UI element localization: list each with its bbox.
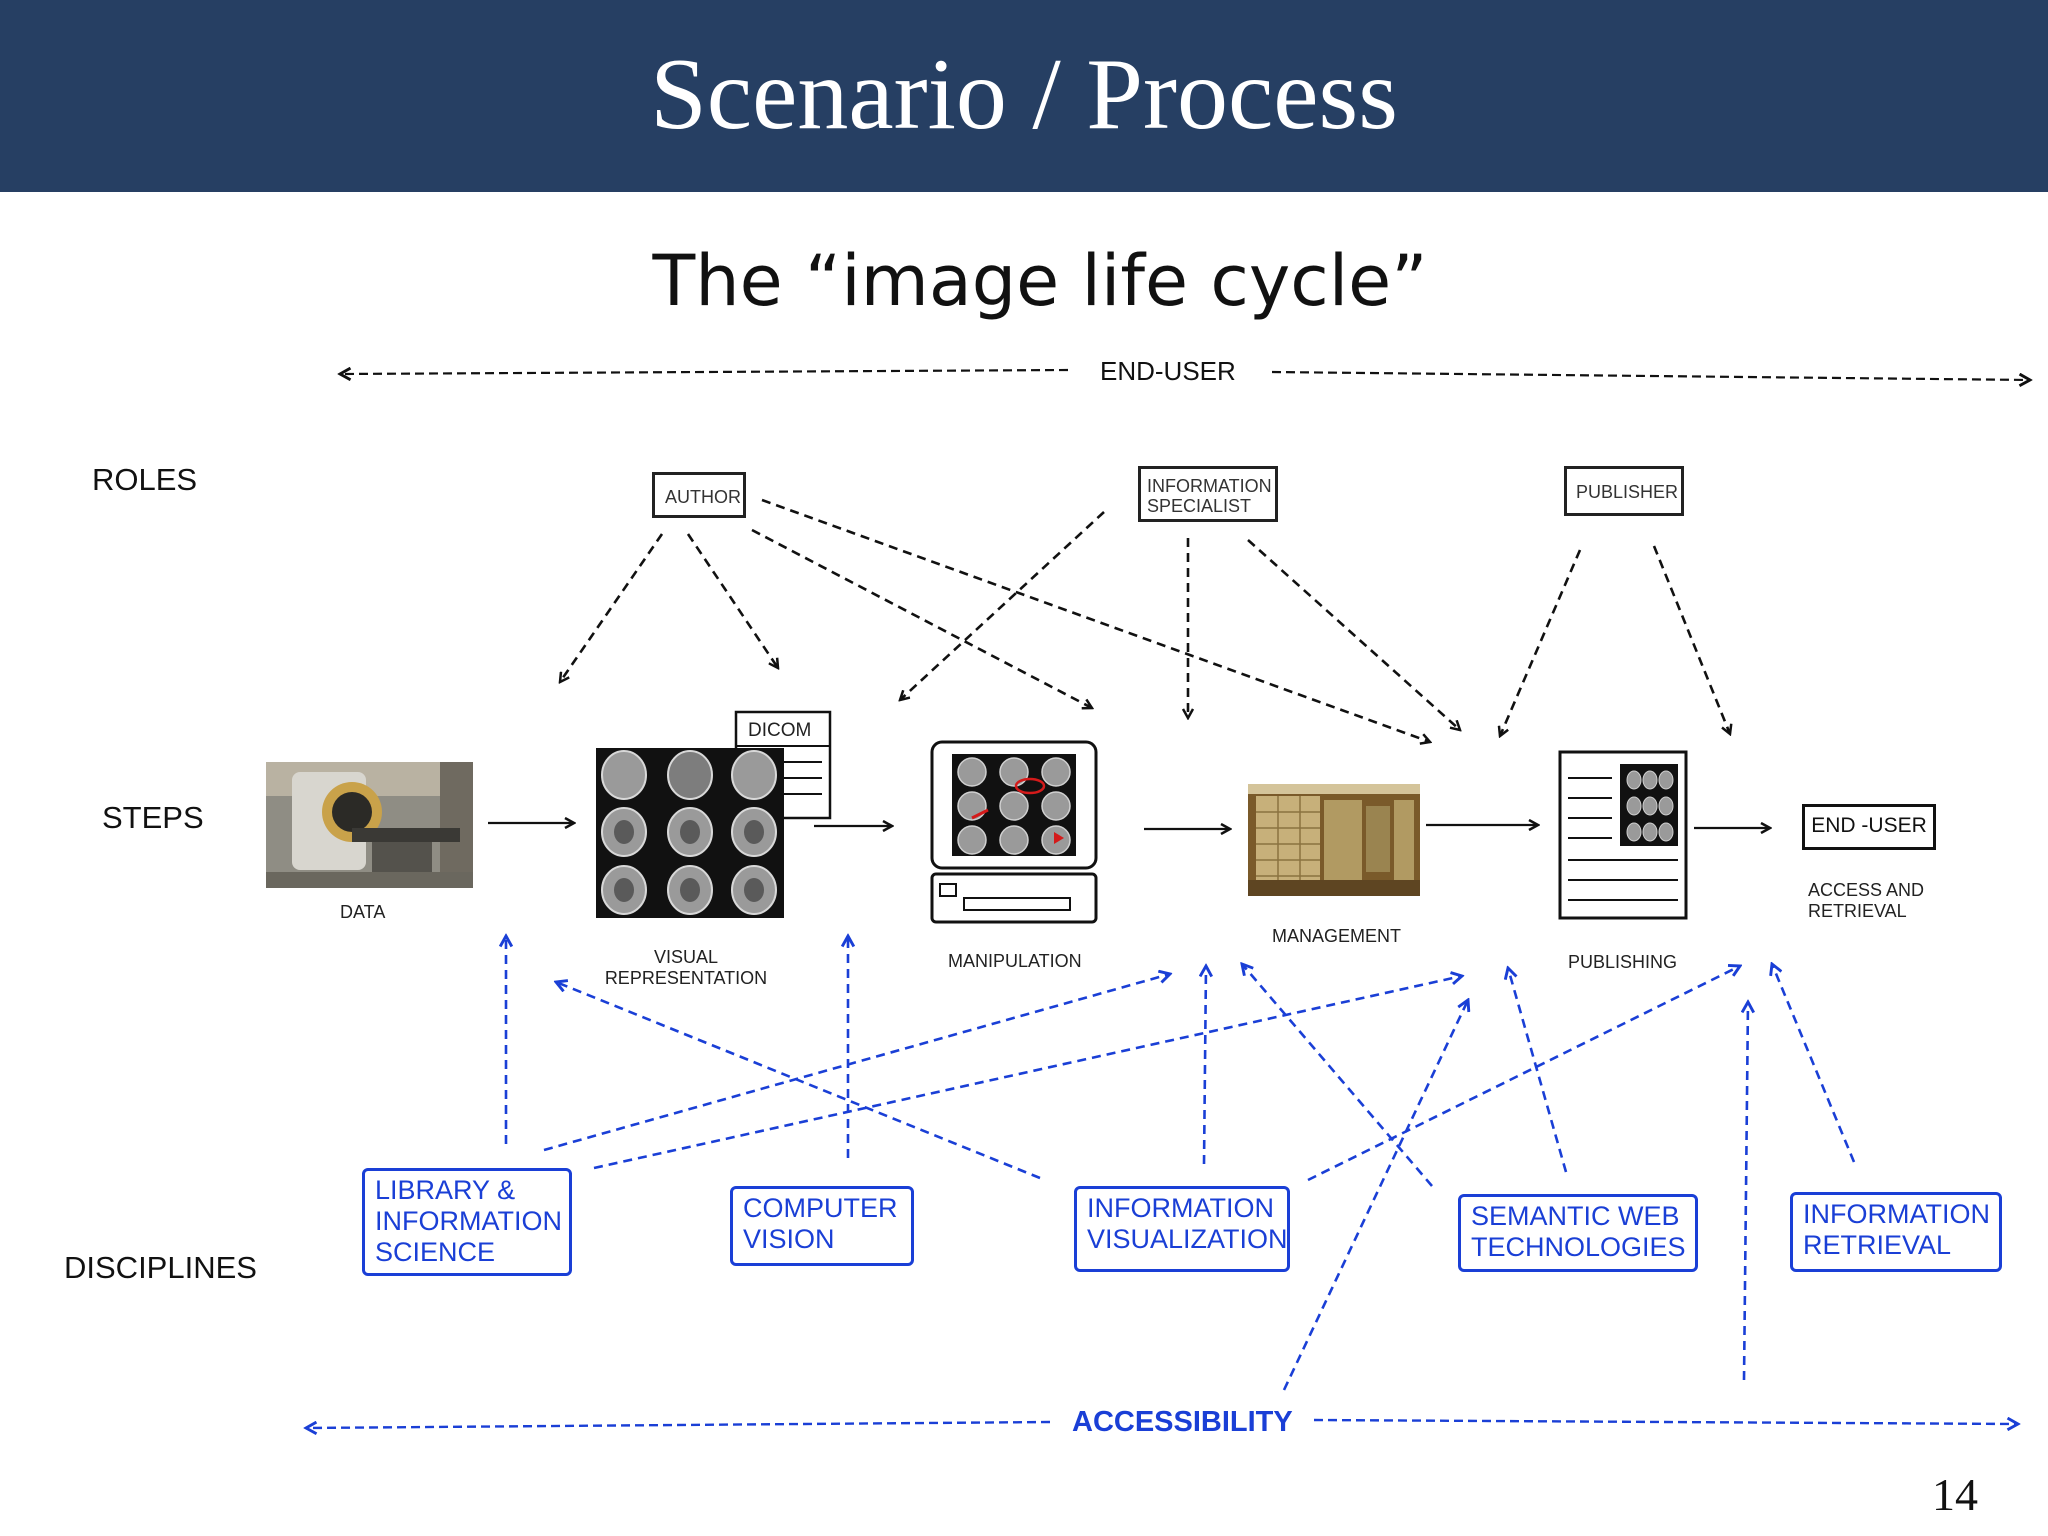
specialist-label-line1: INFORMATION <box>1147 476 1272 496</box>
slide-page-number: 14 <box>1932 1469 1978 1520</box>
disciplines-row-label: DISCIPLINES <box>64 1250 257 1285</box>
computer-workstation-image <box>930 740 1098 924</box>
library-information-science-box: LIBRARY & INFORMATION SCIENCE <box>362 1168 572 1276</box>
lis-to-management-arrow <box>593 976 1462 1170</box>
role-arrows <box>560 498 1730 742</box>
ir-to-access-arrow <box>1772 964 1856 1163</box>
management-caption: MANAGEMENT <box>1272 926 1402 946</box>
data-step-caption: DATA <box>340 902 386 922</box>
published-document-image <box>1558 750 1688 920</box>
publisher-to-publishing-arrow <box>1500 549 1582 736</box>
author-to-publishing-arrow <box>761 498 1430 742</box>
slide-subtitle: The “image life cycle” <box>652 240 1428 322</box>
cv-label-line1: COMPUTER <box>743 1193 898 1223</box>
slide-title: Scenario / Process <box>650 38 1398 151</box>
publishing-caption: PUBLISHING <box>1568 952 1678 972</box>
end-user-axis-label: END-USER <box>1100 356 1236 386</box>
accessibility-axis <box>306 1420 2018 1428</box>
archive-shelves-image <box>1248 784 1420 896</box>
end-user-step-label: END -USER <box>1811 814 1927 837</box>
lis-to-manipulation-arrow <box>543 974 1170 1152</box>
author-to-manipulation-arrow <box>751 528 1092 708</box>
accessibility-axis-label: ACCESSIBILITY <box>1072 1406 1293 1438</box>
author-to-visual-arrow <box>686 533 778 668</box>
steps-row-label: STEPS <box>102 800 204 835</box>
discipline-arrows <box>506 936 1856 1391</box>
sw-to-publishing-arrow <box>1508 968 1568 1173</box>
slide-header: Scenario / Process <box>0 0 2048 192</box>
author-role-box: AUTHOR <box>652 472 746 518</box>
access-caption-line2: RETRIEVAL <box>1808 901 1907 921</box>
sw-to-management-arrow <box>1242 964 1433 1187</box>
author-role-label: AUTHOR <box>665 487 741 507</box>
roles-row-label: ROLES <box>92 462 198 497</box>
mri-scan-grid-image <box>596 748 784 918</box>
visual-caption-line2: REPRESENTATION <box>604 968 768 988</box>
access-retrieval-caption: ACCESS AND RETRIEVAL <box>1808 880 1924 922</box>
specialist-to-publishing-arrow <box>1247 539 1460 730</box>
computer-vision-box: COMPUTER VISION <box>730 1186 914 1266</box>
author-to-data-arrow <box>560 533 664 682</box>
specialist-to-manipulation-arrow <box>900 511 1105 700</box>
information-specialist-role-box: INFORMATION SPECIALIST <box>1138 466 1278 522</box>
iv-to-visual-arrow <box>556 982 1041 1180</box>
lis-label-line3: SCIENCE <box>375 1237 496 1267</box>
iv-label-line1: INFORMATION <box>1087 1193 1274 1223</box>
specialist-label-line2: SPECIALIST <box>1147 496 1252 516</box>
ct-scanner-image <box>266 762 473 888</box>
sw-label-line2: TECHNOLOGIES <box>1471 1232 1686 1262</box>
end-user-axis <box>340 370 2030 380</box>
information-retrieval-box: INFORMATION RETRIEVAL <box>1790 1192 2002 1272</box>
ir-label-line1: INFORMATION <box>1803 1199 1990 1229</box>
sw-label-line1: SEMANTIC WEB <box>1471 1201 1680 1231</box>
ir-label-line2: RETRIEVAL <box>1803 1230 1952 1260</box>
dicom-label: DICOM <box>748 720 812 741</box>
step-arrows <box>488 823 1770 829</box>
iv-label-line2: VISUALIZATION <box>1087 1224 1288 1254</box>
information-visualization-box: INFORMATION VISUALIZATION <box>1074 1186 1290 1272</box>
accessibility-to-publishing-arrow <box>1282 1000 1468 1391</box>
iv-to-access-arrow <box>1307 966 1740 1182</box>
manipulation-caption: MANIPULATION <box>948 951 1082 971</box>
access-caption-line1: ACCESS AND <box>1808 880 1925 900</box>
iv-to-management-arrow <box>1204 966 1206 1165</box>
lis-label-line2: INFORMATION <box>375 1206 562 1236</box>
publisher-role-box: PUBLISHER <box>1564 466 1684 516</box>
visual-caption-line1: VISUAL <box>653 947 719 967</box>
semantic-web-technologies-box: SEMANTIC WEB TECHNOLOGIES <box>1458 1194 1698 1272</box>
cv-label-line2: VISION <box>743 1224 835 1254</box>
publisher-to-access-arrow <box>1652 545 1730 734</box>
publisher-role-label: PUBLISHER <box>1576 482 1679 502</box>
visual-representation-caption: VISUAL REPRESENTATION <box>604 947 768 989</box>
end-user-step-box: END -USER <box>1802 804 1936 850</box>
lis-label-line1: LIBRARY & <box>375 1175 516 1205</box>
accessibility-to-access-arrow <box>1744 1002 1748 1381</box>
